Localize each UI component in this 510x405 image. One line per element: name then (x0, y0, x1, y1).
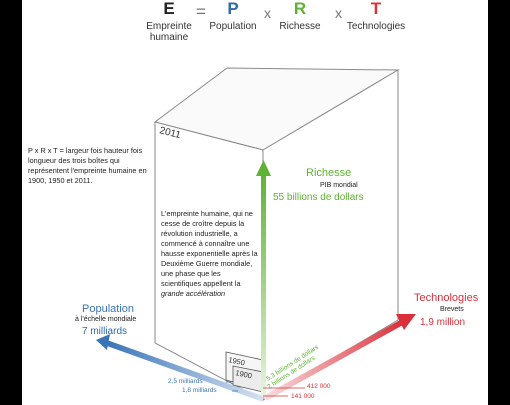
richesse-axis (261, 172, 266, 397)
formula-r-letter: R (293, 0, 307, 18)
richesse-value: 55 billions de dollars (273, 192, 364, 203)
inner-description: L'empreinte humaine, qui ne cesse de cro… (161, 209, 261, 299)
formula-e-word-2: humaine (149, 32, 189, 43)
formula-p: P Population (207, 0, 259, 32)
box-year-1900: 1900 (235, 368, 253, 380)
richesse-arrowhead (256, 160, 271, 176)
technologies-axis (263, 320, 403, 401)
left-black-band (0, 0, 22, 405)
technologies-title: Technologies (414, 292, 479, 304)
pop-1950-label: 2,5 milliards (168, 378, 203, 385)
richesse-title: Richesse (306, 167, 352, 179)
pop-1900-label: 1,8 milliards (182, 387, 217, 394)
formula-t-letter: T (370, 0, 382, 18)
formula-t: T Technologies (345, 0, 407, 32)
formula-e: E Empreinte humaine (143, 0, 195, 43)
right-black-band (488, 0, 510, 405)
formula-r: R Richesse (278, 0, 322, 32)
formula-e-word-1: Empreinte (146, 21, 192, 32)
population-value: 7 milliards (82, 326, 128, 337)
technologies-arrowhead (396, 314, 416, 330)
tech-1950-label: 412 000 (307, 383, 331, 390)
population-axis (107, 340, 263, 402)
formula-times-2: x (335, 5, 342, 21)
technologies-value: 1,9 million (420, 317, 466, 328)
formula-p-letter: P (227, 0, 239, 18)
formula-t-word: Technologies (346, 21, 406, 32)
inner-text-italic: grande accélération (161, 289, 226, 298)
formula-r-word: Richesse (279, 21, 321, 32)
technologies-subtitle: Brevets (440, 306, 464, 313)
formula-equals: = (196, 2, 206, 21)
box-year-1950: 1950 (228, 355, 246, 367)
box-year-2011: 2011 (158, 125, 182, 141)
tech-1900-label: 141 000 (291, 393, 315, 400)
formula-times-1: x (264, 5, 271, 21)
intro-text: P x R x T = largeur fois hauteur fois lo… (28, 146, 147, 185)
population-arrowhead (96, 334, 110, 350)
population-title: Population (82, 303, 134, 315)
formula-p-word: Population (209, 21, 257, 32)
formula-e-letter: E (163, 0, 175, 18)
population-subtitle: à l'échelle mondiale (75, 316, 137, 323)
richesse-subtitle: PIB mondial (320, 182, 358, 189)
inner-text-main: L'empreinte humaine, qui ne cesse de cro… (161, 209, 258, 288)
